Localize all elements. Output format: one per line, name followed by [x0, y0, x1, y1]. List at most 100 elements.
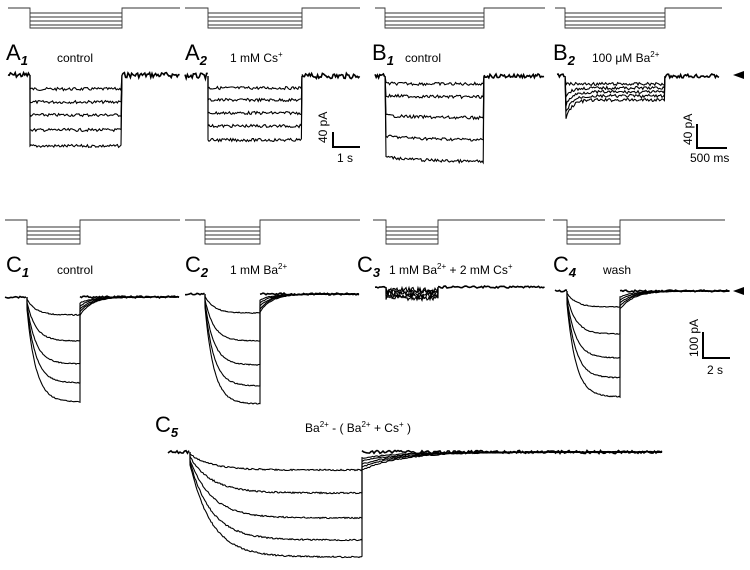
baseline-trace [664, 72, 720, 80]
baseline-trace [259, 292, 360, 296]
svg-text:B2: B2 [553, 40, 576, 68]
label-c1: C1 control [6, 252, 93, 280]
svg-text:A2: A2 [185, 40, 208, 68]
current-trace [26, 296, 180, 403]
traces-a1 [7, 70, 180, 149]
baseline-trace [619, 289, 730, 293]
svg-text:100 pA: 100 pA [687, 319, 701, 357]
condition-a2: 1 mM Cs+ [230, 50, 283, 65]
label-a1: A1 control [6, 40, 93, 68]
current-trace [204, 293, 360, 366]
current-trace [189, 450, 663, 542]
label-c4: C4 wash [553, 252, 631, 280]
condition-c1: control [57, 263, 93, 277]
condition-b2: 100 μM Ba2+ [592, 50, 660, 65]
label-a2: A2 1 mM Cs+ [185, 40, 283, 68]
condition-c3: 1 mM Ba2+ + 2 mM Cs+ [389, 262, 513, 277]
baseline-trace [301, 71, 361, 80]
protocol-b2 [555, 7, 722, 29]
baseline-trace [7, 70, 31, 79]
current-trace [384, 75, 485, 121]
condition-a1: control [57, 51, 93, 65]
current-trace [566, 290, 730, 335]
baseline-trace [79, 295, 180, 299]
protocol-a2 [185, 7, 360, 29]
svg-text:1 s: 1 s [337, 151, 353, 165]
scale-bar-a: 40 pA 1 s [316, 112, 360, 165]
svg-text:C1: C1 [6, 252, 29, 280]
current-trace [384, 75, 485, 142]
label-b2: B2 100 μM Ba2+ [553, 40, 660, 68]
condition-c4: wash [602, 263, 631, 277]
current-trace [29, 74, 123, 92]
current-trace [204, 293, 360, 387]
current-trace [29, 74, 123, 105]
current-trace [189, 450, 663, 495]
traces-c4 [554, 289, 730, 399]
current-trace [26, 296, 180, 342]
current-trace [384, 75, 485, 165]
baseline-trace [184, 72, 208, 82]
label-c3: C3 1 mM Ba2+ + 2 mM Cs+ [357, 252, 513, 280]
holding-marker-b [733, 71, 744, 79]
traces-c5 [167, 448, 663, 559]
baseline-trace [121, 70, 180, 81]
protocol-c2 [185, 219, 360, 245]
current-trace [564, 75, 666, 119]
current-trace [207, 75, 303, 143]
current-trace [566, 290, 730, 359]
current-trace [29, 74, 123, 133]
baseline-trace [374, 72, 386, 80]
baseline-trace [374, 285, 386, 289]
svg-text:40 pA: 40 pA [681, 114, 695, 145]
current-trace [564, 75, 666, 107]
protocol-b1 [375, 7, 545, 29]
current-trace [384, 75, 485, 87]
svg-text:500 ms: 500 ms [690, 151, 729, 165]
traces-c1 [4, 295, 180, 403]
traces-a2 [184, 71, 361, 143]
label-b1: B1 control [372, 40, 441, 68]
current-trace [566, 290, 730, 379]
label-c2: C2 1 mM Ba2+ [185, 252, 287, 280]
protocol-a1 [8, 7, 180, 29]
baseline-trace [556, 73, 565, 79]
protocol-c3 [373, 219, 545, 245]
current-trace [207, 75, 303, 103]
traces-b2 [556, 72, 720, 119]
svg-text:C4: C4 [553, 252, 577, 280]
current-trace [207, 75, 303, 129]
baseline-trace [185, 292, 205, 296]
svg-text:40 pA: 40 pA [316, 112, 330, 143]
current-trace [564, 75, 666, 87]
scale-bar-c: 100 pA 2 s [687, 319, 730, 377]
current-trace [29, 74, 123, 118]
current-trace [26, 296, 180, 365]
baseline-trace [483, 72, 545, 80]
label-c5: C5 Ba2+ - ( Ba2+ + Cs+ ) [155, 412, 411, 440]
current-trace [29, 74, 123, 149]
svg-text:2 s: 2 s [707, 363, 723, 377]
current-trace [207, 75, 303, 116]
svg-text:C5: C5 [155, 412, 179, 440]
baseline-trace [554, 289, 568, 293]
svg-text:A1: A1 [6, 40, 28, 68]
protocol-c4 [553, 219, 725, 245]
baseline-trace [361, 448, 663, 455]
condition-b1: control [405, 51, 441, 65]
current-trace [564, 75, 666, 114]
current-trace [385, 287, 439, 302]
svg-text:B1: B1 [372, 40, 394, 68]
current-trace [564, 75, 666, 99]
traces-b1 [374, 72, 545, 165]
current-trace [189, 450, 663, 520]
current-trace [204, 293, 360, 342]
svg-text:C3: C3 [357, 252, 381, 280]
traces-c2 [185, 292, 360, 405]
current-trace [204, 293, 360, 405]
protocol-c1 [5, 219, 180, 245]
baseline-trace [437, 284, 545, 289]
current-trace [189, 450, 663, 559]
traces-c3 [374, 284, 545, 302]
